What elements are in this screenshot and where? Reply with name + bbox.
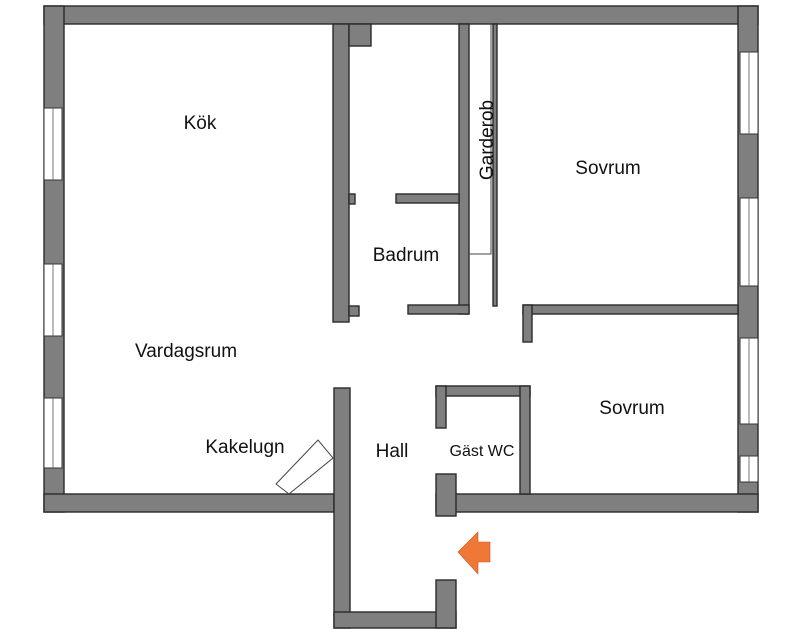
wall-badrum-south bbox=[407, 304, 470, 315]
label-hall: Hall bbox=[376, 441, 409, 462]
west-windows bbox=[43, 107, 63, 469]
partition-kok-badrum bbox=[332, 23, 350, 323]
label-kok: Kök bbox=[184, 113, 217, 134]
south-wall-west bbox=[43, 493, 335, 513]
partition-stub-mid bbox=[348, 193, 356, 205]
interior-walls bbox=[332, 23, 739, 495]
east-windows bbox=[739, 51, 759, 483]
wall-badrum-north bbox=[395, 193, 460, 204]
hall-wall-east-lower bbox=[435, 579, 457, 629]
wall-wc-west bbox=[435, 385, 447, 429]
hall-wall-east-upper bbox=[435, 473, 457, 517]
label-vardagsrum: Vardagsrum bbox=[135, 341, 237, 362]
entrance-arrow-icon bbox=[457, 531, 491, 575]
outer-walls bbox=[43, 5, 759, 629]
label-garderob: Garderob bbox=[477, 100, 498, 180]
garderob-outline bbox=[469, 24, 492, 255]
wall-badrum-east bbox=[458, 23, 470, 315]
wall-wc-north bbox=[435, 385, 531, 397]
label-gast-wc: Gäst WC bbox=[450, 443, 515, 460]
kakelugn-symbol bbox=[275, 439, 334, 495]
label-sovrum-1: Sovrum bbox=[575, 158, 640, 179]
hall-wall-west bbox=[333, 387, 351, 629]
label-badrum: Badrum bbox=[373, 245, 440, 266]
wall-wc-east bbox=[519, 385, 531, 495]
wall-sovrum1-south bbox=[522, 304, 739, 315]
south-wall-east bbox=[435, 493, 759, 513]
north-wall bbox=[43, 5, 759, 25]
partition-jog-top bbox=[348, 23, 372, 47]
label-sovrum-2: Sovrum bbox=[599, 398, 664, 419]
wall-sovrum1-west bbox=[492, 23, 498, 307]
wall-sovrum1-stub bbox=[522, 304, 533, 343]
label-kakelugn: Kakelugn bbox=[205, 437, 284, 458]
partition-stub-low bbox=[348, 305, 360, 317]
